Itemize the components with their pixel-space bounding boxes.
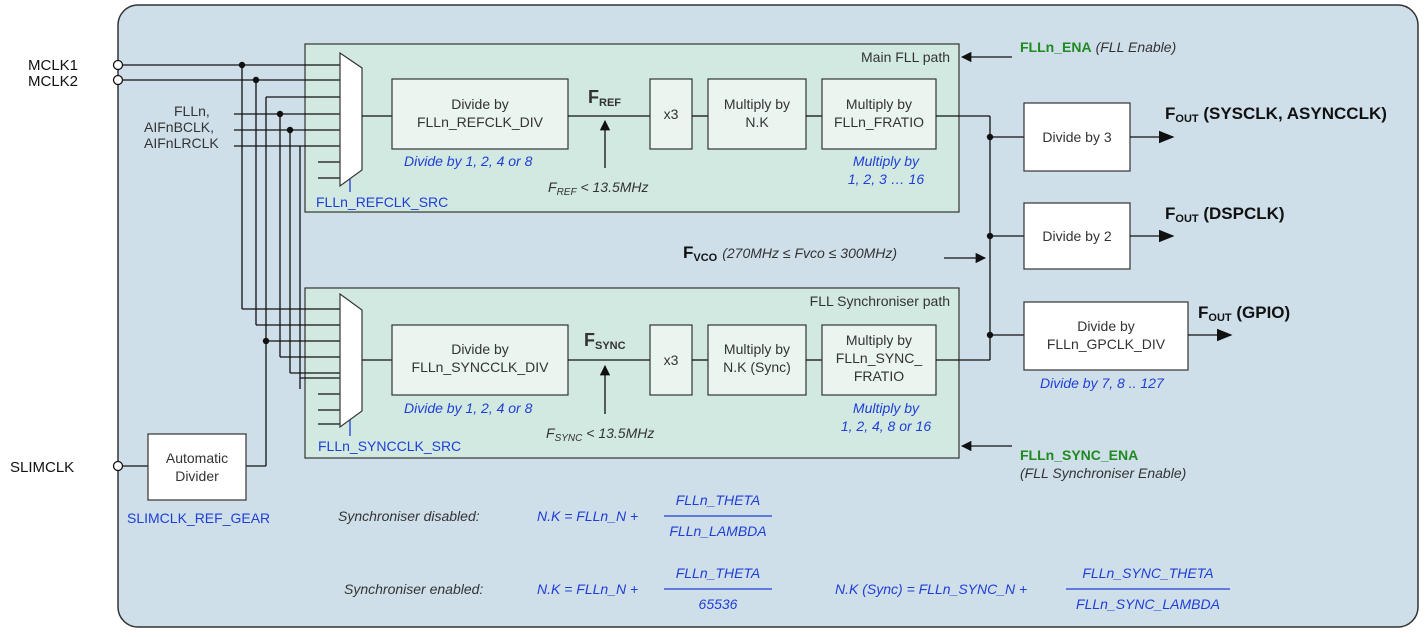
gpclk-divider-options: Divide by 7, 8 .. 127	[1040, 375, 1165, 391]
formula-sync-lhs: N.K (Sync) = FLLn_SYNC_N +	[835, 581, 1027, 597]
main-refclk-mux	[339, 51, 363, 188]
automatic-divider-block	[147, 433, 247, 501]
fout-sysclk-label: FOUT (SYSCLK, ASYNCCLK)	[1165, 104, 1387, 125]
fvco-label: FVCO(270MHz ≤ Fvco ≤ 300MHz)	[683, 243, 897, 264]
gpclk-divider-block	[1023, 301, 1189, 371]
main-nk-multiplier-block	[707, 78, 807, 150]
fll-ena-label: FLLn_ENA(FLL Enable)	[1020, 39, 1176, 55]
divide-by-2-block	[1023, 202, 1131, 270]
formula-disabled-denominator: FLLn_LAMBDA	[669, 523, 766, 539]
sync-clk-divider-block	[391, 324, 569, 396]
sync-x3-label: x3	[664, 352, 679, 368]
main-refclk-divider-block	[391, 78, 569, 150]
main-fratio-label-1: Multiply by	[846, 96, 912, 112]
sync-divider-label-2: FLLn_SYNCCLK_DIV	[412, 359, 550, 375]
formula-enabled-numerator: FLLn_THETA	[676, 565, 761, 581]
fref-label: FREF	[588, 87, 621, 109]
input-aifbclk-label: AIFnBCLK,	[144, 119, 214, 135]
input-aiflrclk-label: AIFnLRCLK	[144, 135, 219, 151]
fsync-condition: FSYNC < 13.5MHz	[546, 425, 654, 444]
sync-divider-label-1: Divide by	[451, 341, 509, 357]
formula-disabled-lhs: N.K = FLLn_N +	[537, 508, 638, 524]
formula-disabled-label: Synchroniser disabled:	[338, 508, 480, 524]
divide-by-3-label: Divide by 3	[1042, 129, 1111, 145]
automatic-divider-label-1: Automatic	[166, 450, 228, 466]
main-divider-label-1: Divide by	[451, 96, 509, 112]
sync-path-title: FLL Synchroniser path	[810, 293, 950, 309]
fll-sync-ena-desc: (FLL Synchroniser Enable)	[1020, 465, 1186, 481]
gpclk-divider-label-2: FLLn_GPCLK_DIV	[1047, 336, 1166, 352]
divide-by-2-label: Divide by 2	[1042, 228, 1111, 244]
input-mclk2-label: MCLK2	[28, 73, 78, 90]
formula-disabled-numerator: FLLn_THETA	[676, 492, 761, 508]
input-fll-label: FLLn,	[174, 103, 210, 119]
main-x3-label: x3	[664, 106, 679, 122]
gpclk-divider-label-1: Divide by	[1077, 318, 1135, 334]
formula-enabled-denominator: 65536	[699, 596, 738, 612]
main-fratio-block	[821, 78, 937, 150]
formula-enabled-label: Synchroniser enabled:	[344, 581, 483, 597]
main-fratio-options-1: Multiply by	[853, 153, 920, 169]
sync-clk-mux	[339, 292, 363, 429]
main-fratio-label-2: FLLn_FRATIO	[834, 114, 924, 130]
sync-fratio-label-2: FLLn_SYNC_	[836, 350, 923, 366]
main-nk-label-1: Multiply by	[724, 96, 790, 112]
main-fll-path-title: Main FLL path	[861, 49, 950, 65]
automatic-divider-label-2: Divider	[175, 468, 219, 484]
sync-fratio-block	[821, 324, 937, 396]
formula-sync-denominator: FLLn_SYNC_LAMBDA	[1076, 596, 1220, 612]
sync-fratio-label-1: Multiply by	[846, 332, 912, 348]
sync-x3-block	[649, 324, 693, 396]
fll-sync-ena-label: FLLn_SYNC_ENA	[1020, 447, 1138, 463]
input-slimclk-label: SLIMCLK	[10, 459, 74, 476]
main-nk-label-2: N.K	[745, 114, 769, 130]
input-mclk1-label: MCLK1	[28, 57, 78, 74]
sync-fratio-label-3: FRATIO	[854, 368, 904, 384]
fref-condition: FREF < 13.5MHz	[548, 179, 649, 198]
sync-fratio-options-1: Multiply by	[853, 400, 920, 416]
sync-nk-label-1: Multiply by	[724, 341, 790, 357]
sync-nk-label-2: N.K (Sync)	[723, 359, 791, 375]
main-divider-options: Divide by 1, 2, 4 or 8	[404, 153, 533, 169]
formula-enabled-lhs: N.K = FLLn_N +	[537, 581, 638, 597]
main-fratio-options-2: 1, 2, 3 … 16	[848, 171, 924, 187]
sync-fratio-options-2: 1, 2, 4, 8 or 16	[841, 418, 931, 434]
fsync-label: FSYNC	[584, 330, 626, 352]
fout-gpio-label: FOUT (GPIO)	[1198, 303, 1290, 324]
fout-dspclk-label: FOUT (DSPCLK)	[1165, 204, 1285, 225]
slimclk-ref-gear-label: SLIMCLK_REF_GEAR	[127, 510, 270, 526]
main-x3-block	[649, 78, 693, 150]
sync-nk-multiplier-block	[707, 324, 807, 396]
main-divider-label-2: FLLn_REFCLK_DIV	[417, 114, 544, 130]
sync-divider-options: Divide by 1, 2, 4 or 8	[404, 400, 533, 416]
formula-sync-numerator: FLLn_SYNC_THETA	[1082, 565, 1213, 581]
input-wiring	[112, 59, 340, 472]
sync-clk-src-label: FLLn_SYNCCLK_SRC	[318, 438, 461, 454]
main-refclk-src-label: FLLn_REFCLK_SRC	[316, 194, 448, 210]
